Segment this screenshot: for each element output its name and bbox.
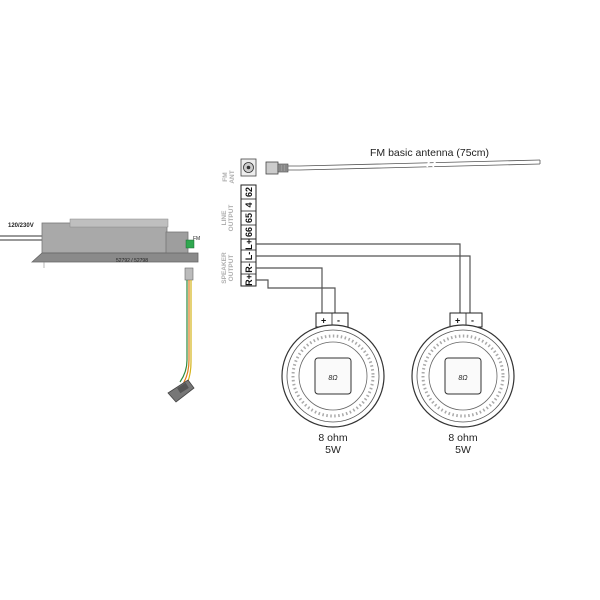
power-cable bbox=[0, 235, 42, 241]
fm-antenna-connector bbox=[240, 158, 257, 177]
speaker-wires bbox=[256, 243, 471, 314]
antenna-cable bbox=[265, 158, 541, 175]
line-terminal-65: 65 bbox=[244, 213, 254, 223]
speaker-right bbox=[411, 312, 515, 428]
speaker-right-center-label: 8Ω bbox=[458, 375, 468, 382]
svg-text:LINE: LINE bbox=[221, 210, 228, 225]
speaker-terminal-r-plus: R+ bbox=[244, 274, 254, 286]
svg-text:SPEAKER: SPEAKER bbox=[221, 252, 228, 284]
svg-text:ANT: ANT bbox=[229, 170, 236, 183]
svg-text:OUTPUT: OUTPUT bbox=[228, 205, 235, 232]
fm-ant-label: FM ANT bbox=[222, 170, 236, 183]
sensor-cable bbox=[167, 267, 195, 403]
speaker-terminal-r-minus: R- bbox=[244, 263, 254, 273]
speaker-right-minus: - bbox=[471, 316, 474, 326]
line-terminal-66: 66 bbox=[244, 227, 254, 237]
svg-text:OUTPUT: OUTPUT bbox=[228, 255, 235, 282]
speaker-left-center-label: 8Ω bbox=[328, 375, 338, 382]
speaker-left-plus: + bbox=[321, 316, 326, 326]
antenna-label: FM basic antenna (75cm) bbox=[370, 147, 489, 159]
speaker-right-impedance: 8 ohm bbox=[448, 432, 477, 444]
speaker-output-label: SPEAKER OUTPUT bbox=[221, 252, 235, 284]
speaker-right-power: 5W bbox=[455, 444, 471, 456]
line-terminal-4: 4 bbox=[244, 202, 254, 207]
speaker-left-minus: - bbox=[337, 316, 340, 326]
speaker-output-terminals bbox=[240, 238, 257, 287]
module-model-label: 52792 / 52798 bbox=[116, 258, 148, 264]
line-terminal-62: 62 bbox=[244, 187, 254, 197]
svg-text:FM: FM bbox=[222, 172, 229, 181]
speaker-left bbox=[281, 312, 385, 428]
speaker-left-power: 5W bbox=[325, 444, 341, 456]
speaker-right-plus: + bbox=[455, 316, 460, 326]
speaker-terminal-l-minus: L- bbox=[244, 252, 254, 261]
control-module bbox=[30, 218, 199, 268]
line-output-label: LINE OUTPUT bbox=[221, 205, 235, 232]
module-fm-label: FM bbox=[193, 236, 200, 242]
speaker-terminal-l-plus: L+ bbox=[244, 239, 254, 250]
power-label: 120/230V bbox=[8, 223, 34, 229]
speaker-left-impedance: 8 ohm bbox=[318, 432, 347, 444]
